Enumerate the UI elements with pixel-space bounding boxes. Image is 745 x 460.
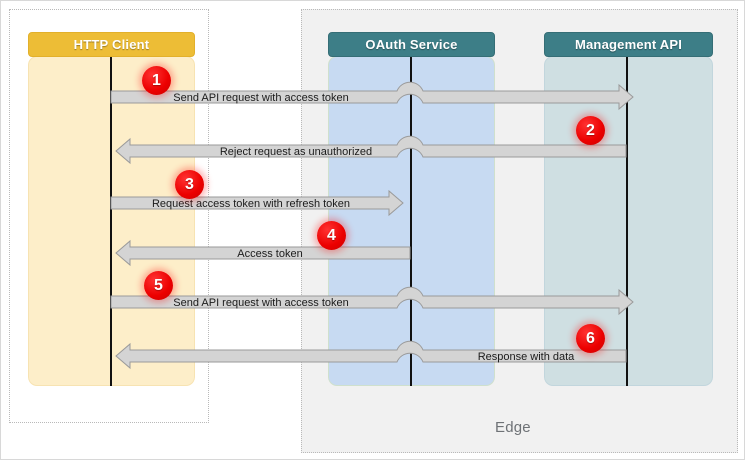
message-label-3: Request access token with refresh token xyxy=(151,198,351,210)
lifeline-header-client[interactable]: HTTP Client xyxy=(28,32,195,57)
lifeline-axis-client xyxy=(110,57,112,386)
step-badge-5[interactable]: 5 xyxy=(144,271,173,300)
step-badge-3[interactable]: 3 xyxy=(175,170,204,199)
group-label-edge: Edge xyxy=(495,419,531,436)
message-label-1: Send API request with access token xyxy=(173,92,349,104)
lifeline-header-mgmt[interactable]: Management API xyxy=(544,32,713,57)
lifeline-body-mgmt xyxy=(544,56,713,386)
step-badge-6[interactable]: 6 xyxy=(576,324,605,353)
lifeline-axis-oauth xyxy=(410,57,412,386)
lifeline-axis-mgmt xyxy=(626,57,628,386)
message-label-6: Response with data xyxy=(477,351,575,363)
step-badge-1[interactable]: 1 xyxy=(142,66,171,95)
lifeline-header-oauth[interactable]: OAuth Service xyxy=(328,32,495,57)
message-label-4: Access token xyxy=(237,248,303,260)
message-label-5: Send API request with access token xyxy=(173,297,349,309)
step-badge-2[interactable]: 2 xyxy=(576,116,605,145)
step-badge-4[interactable]: 4 xyxy=(317,221,346,250)
message-label-2: Reject request as unauthorized xyxy=(219,146,373,158)
